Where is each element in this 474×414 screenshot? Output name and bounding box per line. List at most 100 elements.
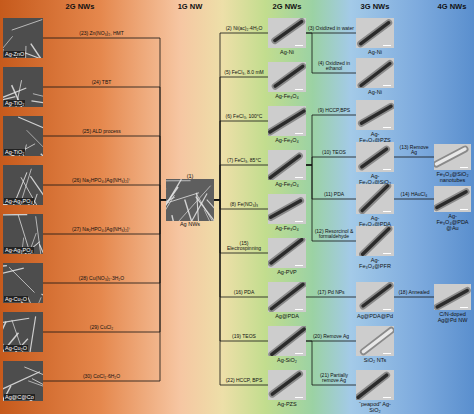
core-wire [272,374,299,394]
scale-bar [460,167,468,168]
shell-layer [275,66,303,86]
nanowire-node: Ag-Fe₃O₄ [268,194,306,231]
nanowire-node: Ag@PDA [268,282,306,319]
nanowire-strand [3,214,27,216]
reaction-label: (18) Annealed [396,290,432,296]
reaction-label: (5) FeCl₃, 8.0 mM [222,70,266,76]
scale-bar [295,45,303,46]
branch-line [306,157,356,165]
reaction-label: (30) CoCl₂·6H₂O [45,374,158,380]
micrograph [434,144,471,170]
sample-name: Ag-Fe₃O₄ [268,180,306,187]
sample-name: Ag-Ag₃PO₄ [4,247,34,253]
reaction-label: (21) Partially remove Ag [314,373,354,384]
core-wire [436,149,465,164]
nanowire-node: Ag-SiO₂ [268,326,306,363]
sample-name: Ag-Fe₃O₄ [268,136,306,143]
core-wire [362,149,387,167]
micrograph: Ag-TiO₂ [3,116,43,156]
branch-line [394,199,434,200]
nanowire-node: Ag@C@Co [3,361,43,401]
nanowire-strand [207,199,214,220]
nanowire-node: Ag-TiO₂ [3,67,43,107]
micrograph [356,100,394,130]
scale-bar [295,221,303,222]
micrograph-picture [434,186,471,212]
nanowire-node: Ag-Fe₃O₄@PDA [356,184,394,227]
scale-bar [295,265,303,266]
core-wire [362,186,387,211]
reaction-label: (7) FeCl₃, 85°C [222,158,266,164]
micrograph: Ag-Ag₃PO₄ [3,165,43,205]
nanowire-node: Ag-Fe₃O₄@SiO₂ [356,142,394,185]
micrograph [356,226,394,256]
nanowire-node: Ag-Ag₃PO₄ [3,214,43,254]
micrograph-ground [356,100,394,130]
nanowire-strand [166,193,199,209]
sample-name: Ag@C@Co [4,394,35,400]
micrograph-ground [3,67,43,107]
sample-name: Ag-Fe₃O₄ [268,92,306,99]
branch-line [214,200,268,297]
sample-name: Ag-Ni [268,48,306,55]
reaction-label: (14) HAuCl₄ [396,192,432,198]
sample-name: Ag-Cu₂O [4,296,28,302]
reaction-label: (9) HCCP,BPS [314,108,354,114]
micrograph [434,284,471,310]
branch-line [306,165,356,241]
sample-name: Ag-SiO₂ [268,356,306,363]
shell-layer [362,186,387,211]
micrograph-ground [268,282,306,312]
micrograph [356,142,394,172]
core-wire [271,201,301,218]
branch-line [43,185,166,200]
nanowire-node: Ag-ZnO [3,18,43,58]
micrograph-ground [3,263,43,303]
branch-line [306,33,356,73]
shell-layer [271,240,302,263]
nanowire-node: Ag-Fe₃O₄@PZS [356,100,394,143]
micrograph-picture [268,370,306,400]
reaction-label: (29) CuCl₂ [45,325,158,331]
micrograph-picture [268,238,306,268]
nanowire-strand [196,196,214,220]
micrograph-picture [268,18,306,48]
scale-bar [295,133,303,134]
branch-line [43,200,166,381]
sample-name: Ag-Fe₃O₄@PZS [356,130,394,143]
core-wire [437,192,466,208]
shell-layer [271,284,302,308]
micrograph [268,106,306,136]
scale-bar [383,309,391,310]
sample-name: Ag-Fe₃O₄@PFR [356,256,394,269]
scale-bar [295,397,303,398]
generation-header: 1G NW [178,2,203,11]
micrograph-picture [166,179,214,221]
reaction-label: (4) Oxidized in ethanol [314,61,354,72]
micrograph [268,150,306,180]
core-wire [437,290,467,307]
reaction-label: (28) Cu(NO₃)₂·3H₂O [45,276,158,282]
nanowire-node: Ag-Cu₂O [3,312,43,352]
micrograph [434,186,471,212]
core-wire [361,23,389,44]
core-wire [272,329,304,354]
core-wire [275,22,302,41]
sample-name: Ag-Ni [356,48,394,55]
micrograph-picture [356,226,394,256]
shell-layer [363,229,389,255]
nanowire-strand [3,266,7,269]
scale-bar [383,85,391,86]
reaction-label: (19) TEOS [222,334,266,340]
branch-line [214,165,268,200]
scale-bar [295,177,303,178]
shell-layer [270,156,299,178]
reaction-label: (24) TBT [45,80,158,86]
nanowire-strand [33,94,43,105]
scale-bar [383,253,391,254]
core-wire [270,111,304,132]
micrograph: Ag-ZnO [3,18,43,58]
sample-name: “peapod” Ag-SiO₂ [356,400,394,413]
reaction-label: (27) Na₂HPO₄,[Ag(NH₃)₂]⁺ [45,227,158,233]
